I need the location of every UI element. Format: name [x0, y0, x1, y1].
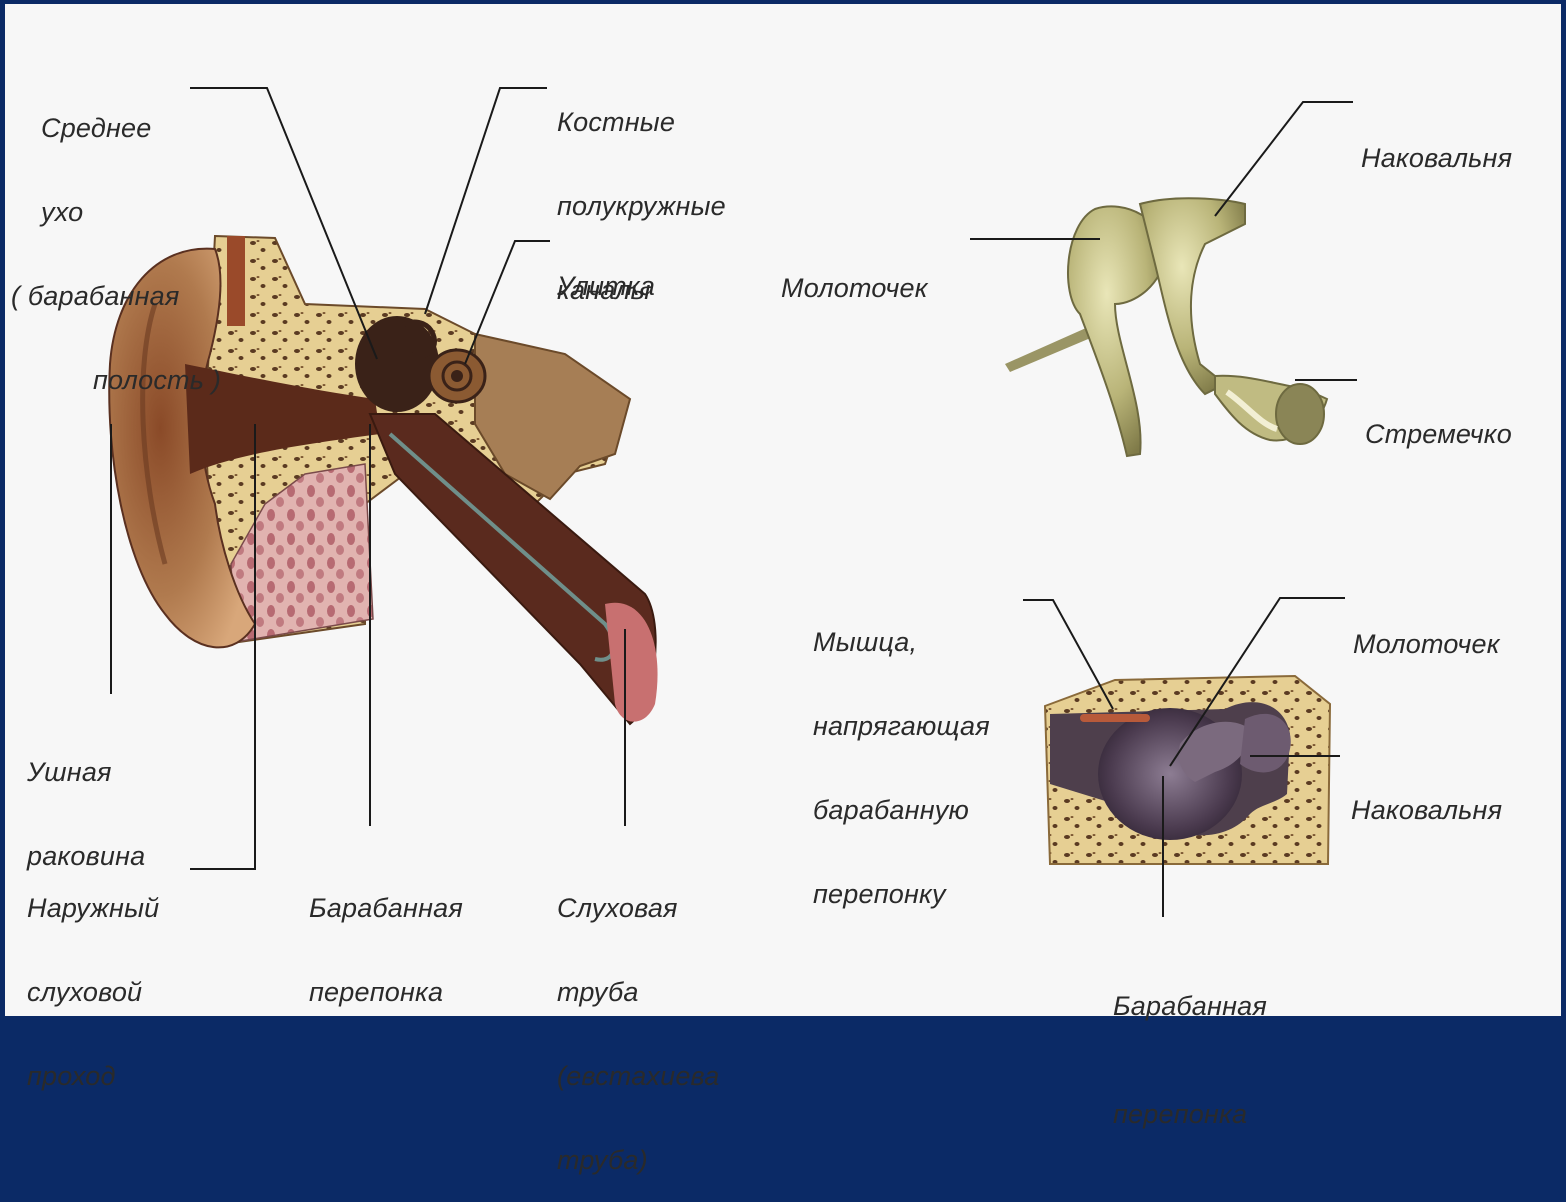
label-eustachian-tube: Слуховая труба (евстахиева труба): [557, 838, 719, 1202]
label-cochlea: Улитка: [557, 216, 655, 328]
label-stapes: Стремечко: [1365, 364, 1512, 476]
tympanic-block: [1045, 676, 1330, 864]
diagram-frame: Среднее ухо ( барабанная полость ) Костн…: [5, 4, 1561, 1016]
label-external-canal: Наружный слуховой проход: [27, 838, 159, 1118]
label-incus-bottom: Наковальня: [1351, 740, 1502, 852]
ear-anatomy-illustration: [5, 4, 1561, 1016]
label-malleus-top: Молоточек: [781, 218, 928, 330]
label-eardrum: Барабанная перепонка: [309, 838, 463, 1034]
incus-shape: [1140, 198, 1245, 394]
label-incus-top: Наковальня: [1361, 88, 1512, 200]
ossicles-illustration: [1005, 198, 1327, 456]
label-malleus-bottom: Молоточек: [1353, 574, 1500, 686]
incus-block-shape: [1240, 714, 1291, 773]
tensor-muscle: [1080, 714, 1150, 722]
label-middle-ear: Среднее ухо ( барабанная полость ): [41, 58, 221, 422]
label-eardrum-bottom: Барабанная перепонка: [1113, 916, 1267, 1168]
label-tensor-muscle: Мышца, напрягающая барабанную перепонку: [813, 572, 990, 936]
vessel-strip: [227, 236, 245, 326]
